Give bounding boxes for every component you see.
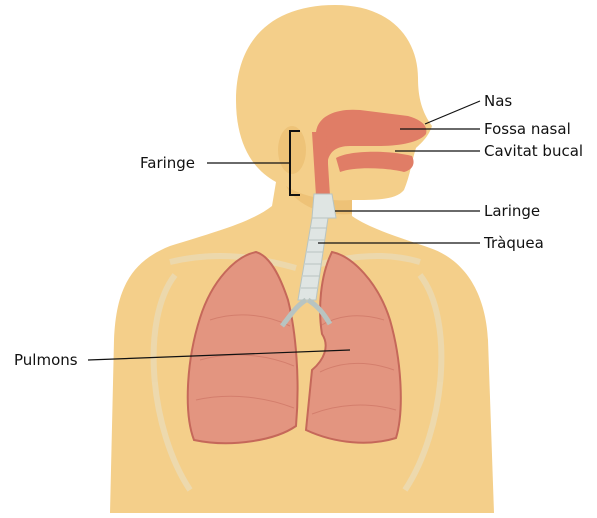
label-traquea: Tràquea — [484, 234, 544, 252]
label-fossa-nasal: Fossa nasal — [484, 120, 571, 138]
ear — [278, 126, 306, 174]
larynx — [312, 194, 336, 218]
label-nas: Nas — [484, 92, 512, 110]
label-laringe: Laringe — [484, 202, 540, 220]
label-pulmons: Pulmons — [14, 351, 78, 369]
label-cavitat-bucal: Cavitat bucal — [484, 142, 583, 160]
leader-nas — [425, 101, 480, 124]
label-faringe: Faringe — [140, 154, 195, 172]
